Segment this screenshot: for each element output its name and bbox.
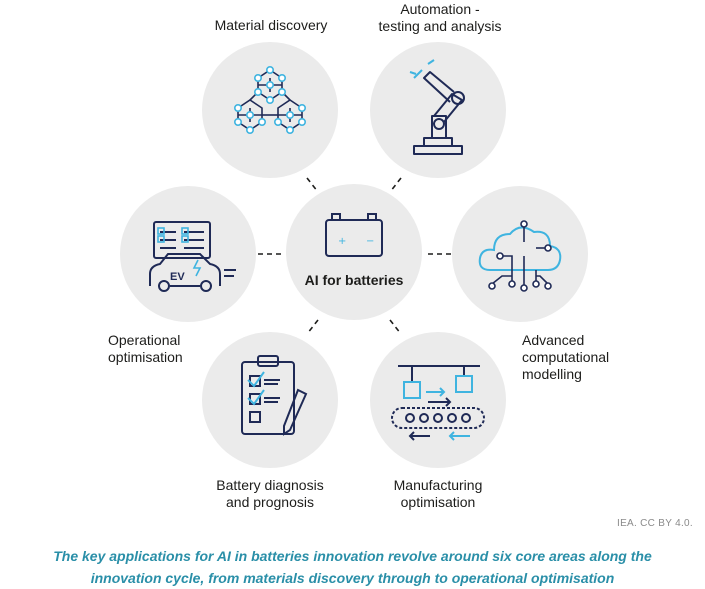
label-advanced-modelling: Advanced computational modelling bbox=[522, 332, 642, 383]
connector-top-right bbox=[389, 177, 402, 193]
molecule-icon bbox=[233, 65, 307, 135]
label-material-discovery: Material discovery bbox=[204, 17, 338, 34]
label-line: Operational bbox=[108, 332, 181, 348]
label-line: Material discovery bbox=[214, 17, 328, 33]
node-operational: EV bbox=[120, 186, 256, 322]
node-battery-diagnosis bbox=[202, 332, 338, 468]
label-line: and prognosis bbox=[226, 494, 314, 510]
connector-top-left bbox=[306, 177, 319, 193]
node-manufacturing bbox=[370, 332, 506, 468]
clipboard-checklist-icon bbox=[241, 355, 308, 436]
node-automation bbox=[370, 42, 506, 178]
credit-text: IEA. CC BY 4.0. bbox=[616, 518, 693, 529]
battery-minus: − bbox=[366, 236, 374, 247]
connector-bottom-right bbox=[389, 319, 402, 335]
label-line: optimisation bbox=[400, 494, 476, 510]
figure-caption: The key applications for AI in batteries… bbox=[0, 545, 705, 589]
center-label: AI for batteries bbox=[304, 272, 404, 288]
caption-line: innovation cycle, from materials discove… bbox=[90, 570, 615, 586]
label-line: optimisation bbox=[108, 349, 183, 365]
ev-text: EV bbox=[170, 271, 185, 283]
label-line: computational bbox=[522, 349, 610, 365]
label-line: Battery diagnosis bbox=[216, 477, 324, 493]
label-line: Manufacturing bbox=[393, 477, 483, 493]
cloud-circuit-icon bbox=[478, 220, 562, 292]
label-automation: Automation - testing and analysis bbox=[360, 1, 520, 35]
conveyor-belt-icon bbox=[391, 365, 485, 441]
center-circle: + − AI for batteries bbox=[286, 184, 422, 320]
connector-bottom-left bbox=[306, 319, 319, 335]
node-advanced-modelling bbox=[452, 186, 588, 322]
label-battery-diagnosis: Battery diagnosis and prognosis bbox=[196, 477, 344, 511]
battery-plus: + bbox=[338, 236, 346, 247]
robot-arm-icon bbox=[409, 59, 465, 155]
caption-line: The key applications for AI in batteries… bbox=[53, 548, 652, 564]
ev-car-icon: EV bbox=[149, 221, 236, 292]
node-material-discovery bbox=[202, 42, 338, 178]
label-operational: Operational optimisation bbox=[108, 332, 238, 366]
label-line: Advanced bbox=[522, 332, 585, 348]
label-line: testing and analysis bbox=[378, 18, 502, 34]
label-line: Automation - bbox=[400, 1, 480, 17]
label-manufacturing: Manufacturing optimisation bbox=[370, 477, 506, 511]
battery-icon: + − bbox=[325, 213, 383, 257]
label-line: modelling bbox=[522, 366, 582, 382]
